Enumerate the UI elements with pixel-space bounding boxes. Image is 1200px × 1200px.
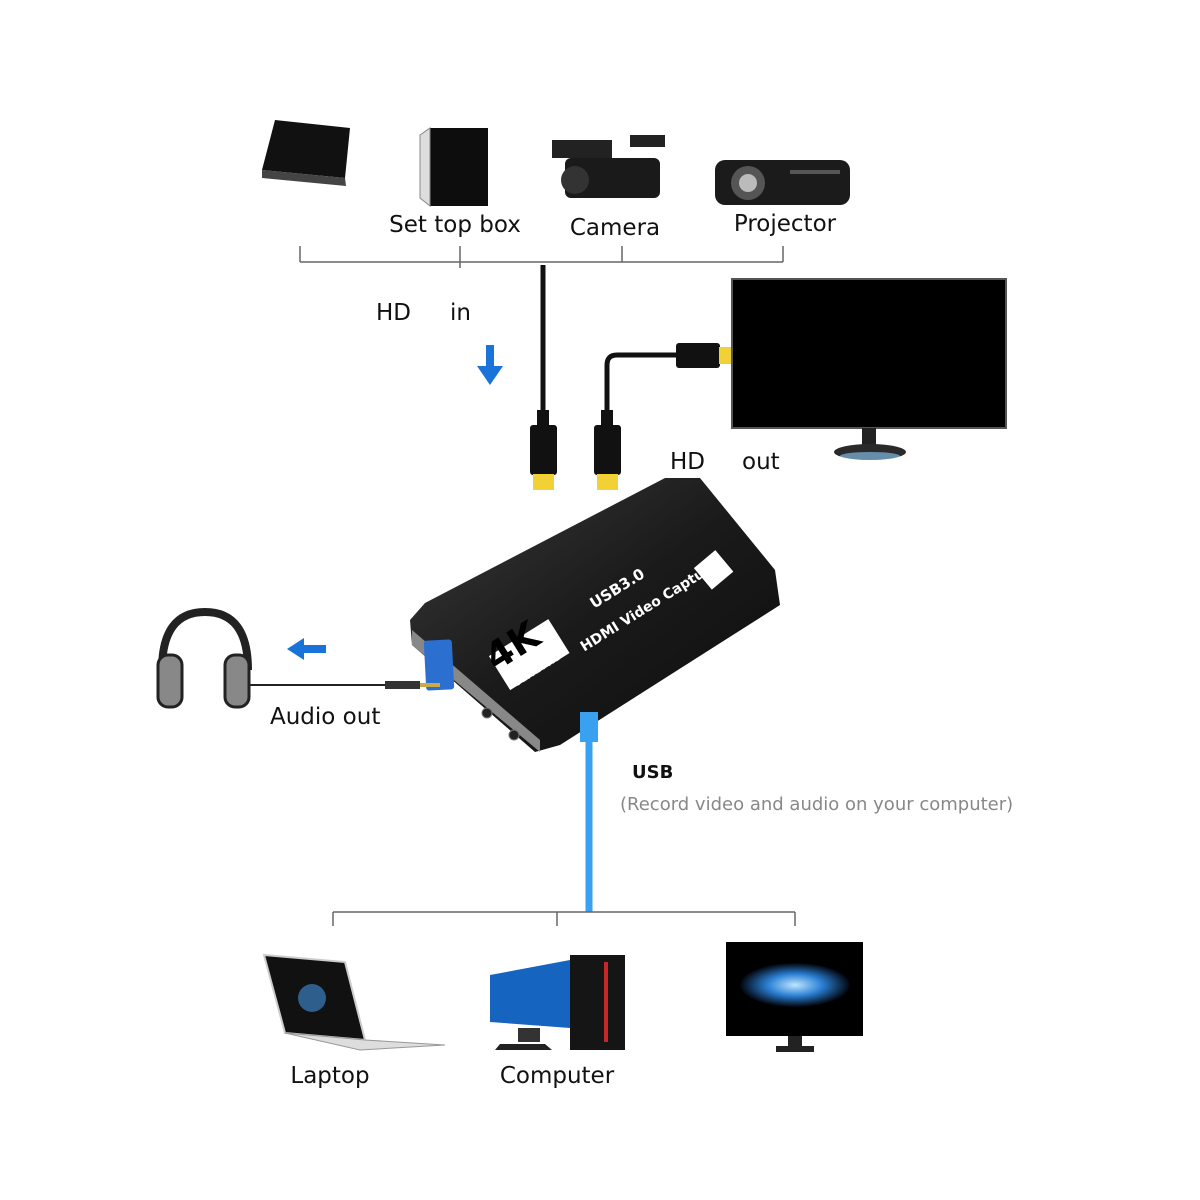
label-laptop: Laptop [290,1063,370,1089]
laptop-icon [262,953,446,1051]
source-bracket [299,246,784,268]
monitor-icon [726,942,863,1052]
hdmi-out-cable [594,343,731,490]
label-computer: Computer [499,1063,615,1089]
projector-icon [715,160,850,205]
arrow-down-icon [477,345,503,385]
hd-in-label-in: in [450,300,471,326]
game-console-icon [262,120,350,186]
label-projector: Projector [733,211,837,237]
hdmi-in-cable [530,265,557,490]
label-set-top-box: Set top box [389,212,521,238]
target-bracket [332,911,796,926]
hd-out-label-hd: HD [670,449,706,475]
audio-out-label: Audio out [270,704,381,730]
usb-label: USB [632,762,674,783]
usb-subtitle: (Record video and audio on your computer… [620,794,1014,815]
audio-cable [250,681,440,689]
hd-out-label-out: out [742,449,780,475]
set-top-box-icon [419,127,488,208]
arrow-left-icon [287,638,326,660]
usb-cable [580,712,598,912]
hd-in-label-hd: HD [376,300,412,326]
capture-device [410,478,780,752]
tv-monitor-icon [731,278,1007,460]
camera-icon [552,135,665,198]
headphones-icon [156,607,252,709]
computer-icon [490,955,625,1050]
label-camera: Camera [569,215,661,241]
